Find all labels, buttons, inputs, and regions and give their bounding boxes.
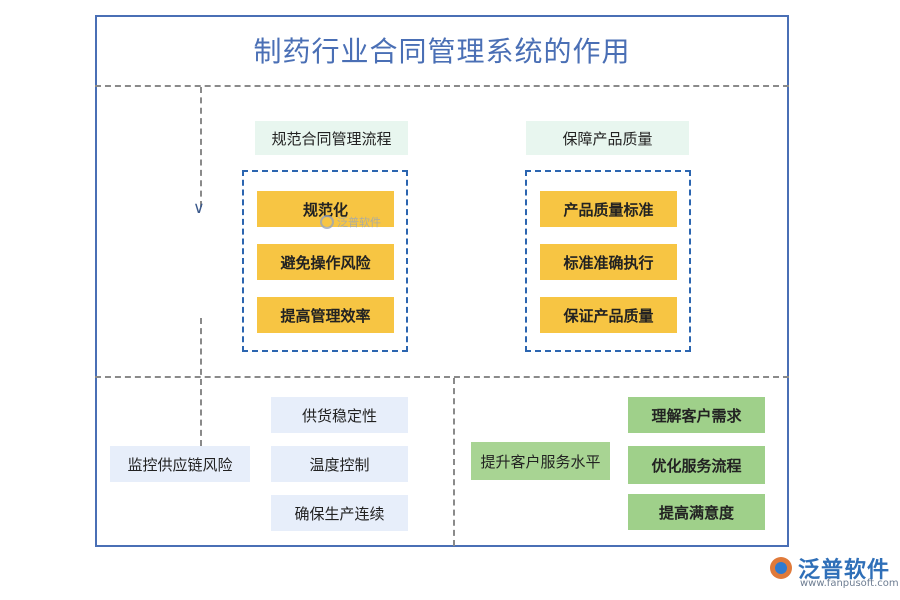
supply-item-2: 温度控制 bbox=[271, 446, 408, 482]
chevron-down-icon: ∨ bbox=[193, 198, 205, 217]
supply-item-3: 确保生产连续 bbox=[271, 495, 408, 531]
quality-item-1: 产品质量标准 bbox=[540, 191, 677, 227]
outer-frame bbox=[95, 15, 789, 547]
watermark-logo-icon bbox=[320, 215, 334, 229]
flow-line-lower bbox=[200, 318, 202, 446]
divider-middle bbox=[95, 376, 789, 378]
diagram-title: 制药行业合同管理系统的作用 bbox=[253, 35, 631, 68]
brand-mark-icon bbox=[770, 557, 792, 579]
norm-item-3: 提高管理效率 bbox=[257, 297, 394, 333]
supply-item-1: 供货稳定性 bbox=[271, 397, 408, 433]
brand-logo: 泛普软件 bbox=[770, 552, 890, 584]
supply-section-header: 监控供应链风险 bbox=[110, 446, 250, 482]
brand-url: www.fanpusoft.com bbox=[800, 578, 899, 589]
divider-bottom-center bbox=[453, 378, 455, 546]
center-watermark-text: 泛普软件 bbox=[337, 216, 381, 229]
center-watermark: 泛普软件 bbox=[320, 214, 381, 230]
service-item-3: 提高满意度 bbox=[628, 494, 765, 530]
service-item-2: 优化服务流程 bbox=[628, 446, 765, 484]
quality-item-3: 保证产品质量 bbox=[540, 297, 677, 333]
flow-line-upper bbox=[200, 87, 202, 207]
norm-item-2: 避免操作风险 bbox=[257, 244, 394, 280]
norm-section-header: 规范合同管理流程 bbox=[255, 121, 408, 155]
service-item-1: 理解客户需求 bbox=[628, 397, 765, 433]
divider-top bbox=[95, 85, 789, 87]
norm-items-group bbox=[242, 170, 408, 352]
quality-items-group bbox=[525, 170, 691, 352]
quality-item-2: 标准准确执行 bbox=[540, 244, 677, 280]
quality-section-header: 保障产品质量 bbox=[526, 121, 689, 155]
service-section-header: 提升客户服务水平 bbox=[471, 442, 610, 480]
brand-name: 泛普软件 bbox=[798, 558, 891, 583]
